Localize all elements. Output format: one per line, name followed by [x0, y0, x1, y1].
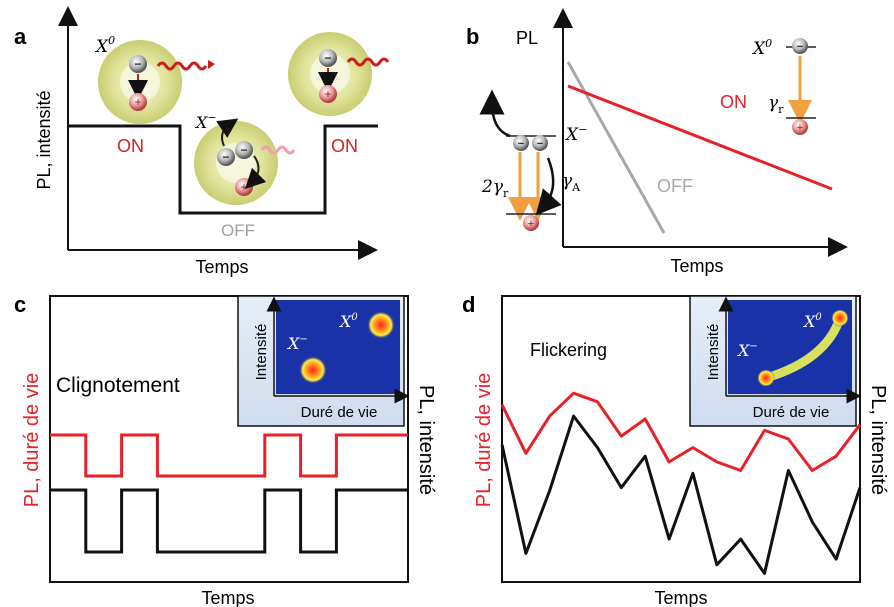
- panel-d-lifetime-trace: [500, 391, 862, 472]
- panel-b-2gamma-r: 2γr: [481, 177, 509, 200]
- panel-c-intensity-trace: [50, 488, 408, 554]
- panel-d-xlabel: Temps: [654, 588, 707, 607]
- panel-b-xminus-label: X−: [564, 123, 587, 145]
- panel-c-frame: [49, 295, 409, 583]
- panel-c-ylabel-left: PL, duré de vie: [21, 373, 43, 508]
- panel-d-inset-xlabel: Duré de vie: [753, 404, 830, 421]
- panel-b-on-label: ON: [720, 92, 747, 112]
- panel-d-title: Flickering: [530, 340, 607, 360]
- panel-d-inset-ylabel: Intensité: [705, 324, 722, 381]
- svg-text:−: −: [134, 57, 141, 71]
- panel-d-inset-spot-x0: [831, 309, 849, 327]
- panel-c-inset-x0-label: X0: [338, 312, 358, 331]
- panel-a-ylabel: PL, intensité: [34, 90, 54, 189]
- panel-c-inset-spot-xminus: [299, 356, 327, 384]
- panel-b: b PL Temps ON OFF − − + X− 2γr γA: [466, 8, 848, 276]
- panel-a-x0-label: X0: [94, 34, 115, 57]
- svg-text:+: +: [797, 122, 803, 134]
- panel-b-off-decay-line: [566, 61, 666, 234]
- panel-a-xminus-label: X−: [194, 111, 217, 132]
- photon-wave-icon: [156, 61, 208, 71]
- panel-b-on-decay-line: [567, 84, 833, 191]
- panel-d-inset-spot-xminus: [757, 369, 775, 387]
- panel-d-letter: d: [462, 292, 475, 317]
- panel-d-intensity-trace: [500, 414, 862, 575]
- panel-c-ylabel-right: PL, intensité: [415, 385, 437, 495]
- panel-c-inset-spot-x0: [367, 311, 395, 339]
- svg-text:−: −: [240, 143, 247, 157]
- quantum-dot-neutral-2: − +: [288, 32, 390, 116]
- svg-text:−: −: [518, 138, 524, 150]
- panel-b-letter: b: [466, 24, 479, 49]
- panel-b-xlabel: Temps: [670, 256, 723, 276]
- panel-b-ylabel: PL: [516, 28, 538, 48]
- panel-c-inset: Intensité Duré de vie X− X0: [237, 295, 410, 427]
- panel-d-ylabel-right: PL, intensité: [867, 385, 889, 495]
- svg-text:−: −: [222, 150, 229, 164]
- panel-d-frame: [501, 295, 861, 583]
- panel-b-off-label: OFF: [657, 176, 693, 196]
- panel-a-on-label-1: ON: [117, 136, 144, 156]
- panel-a: a PL, intensité Temps ON ON OFF − + X0 −: [14, 6, 390, 277]
- quantum-dot-neutral-1: − + X0: [94, 34, 215, 124]
- faint-photon-icon: [260, 145, 296, 155]
- svg-text:+: +: [134, 95, 141, 109]
- svg-text:−: −: [537, 138, 543, 150]
- panel-b-trion-level-diagram: − − + X− 2γr γA: [479, 89, 587, 231]
- panel-c: c PL, duré de vie PL, intensité Temps Cl…: [14, 292, 437, 607]
- quantum-dot-charged: − − + X−: [194, 111, 296, 205]
- svg-text:−: −: [324, 51, 331, 65]
- panel-a-letter: a: [14, 24, 27, 49]
- panel-c-lifetime-trace: [50, 433, 408, 478]
- panel-c-inset-ylabel: Intensité: [253, 324, 270, 381]
- panel-d-inset: Intensité Duré de vie X− X0: [689, 295, 862, 427]
- hole-icon: [129, 93, 147, 111]
- panel-d-inset-xminus-label: X−: [736, 341, 758, 360]
- panel-c-title: Clignotement: [56, 374, 180, 397]
- svg-text:+: +: [528, 218, 534, 230]
- panel-c-letter: c: [14, 292, 26, 317]
- panel-b-gamma-a: γA: [562, 171, 581, 194]
- panel-d: d PL, duré de vie PL, intensité Temps Fl…: [462, 292, 889, 607]
- panel-c-inset-xminus-label: X−: [286, 334, 308, 353]
- panel-a-intensity-trace: [68, 124, 378, 215]
- panel-c-inset-xlabel: Duré de vie: [301, 404, 378, 421]
- panel-b-gamma-r: γr: [768, 93, 784, 116]
- panel-d-ylabel-left: PL, duré de vie: [473, 373, 495, 508]
- svg-text:+: +: [324, 87, 331, 101]
- panel-a-xlabel: Temps: [195, 257, 248, 277]
- panel-c-xlabel: Temps: [201, 588, 254, 607]
- panel-a-on-label-2: ON: [331, 136, 358, 156]
- svg-text:+: +: [240, 180, 247, 194]
- panel-b-x0-label: X0: [751, 37, 772, 59]
- svg-text:−: −: [797, 41, 803, 53]
- panel-d-inset-continuum: [761, 313, 845, 383]
- electron-icon: [129, 55, 147, 73]
- panel-b-exciton-level-diagram: X0 − + γr: [751, 37, 816, 135]
- panel-a-off-label: OFF: [221, 221, 255, 240]
- panel-d-inset-x0-label: X0: [802, 312, 822, 331]
